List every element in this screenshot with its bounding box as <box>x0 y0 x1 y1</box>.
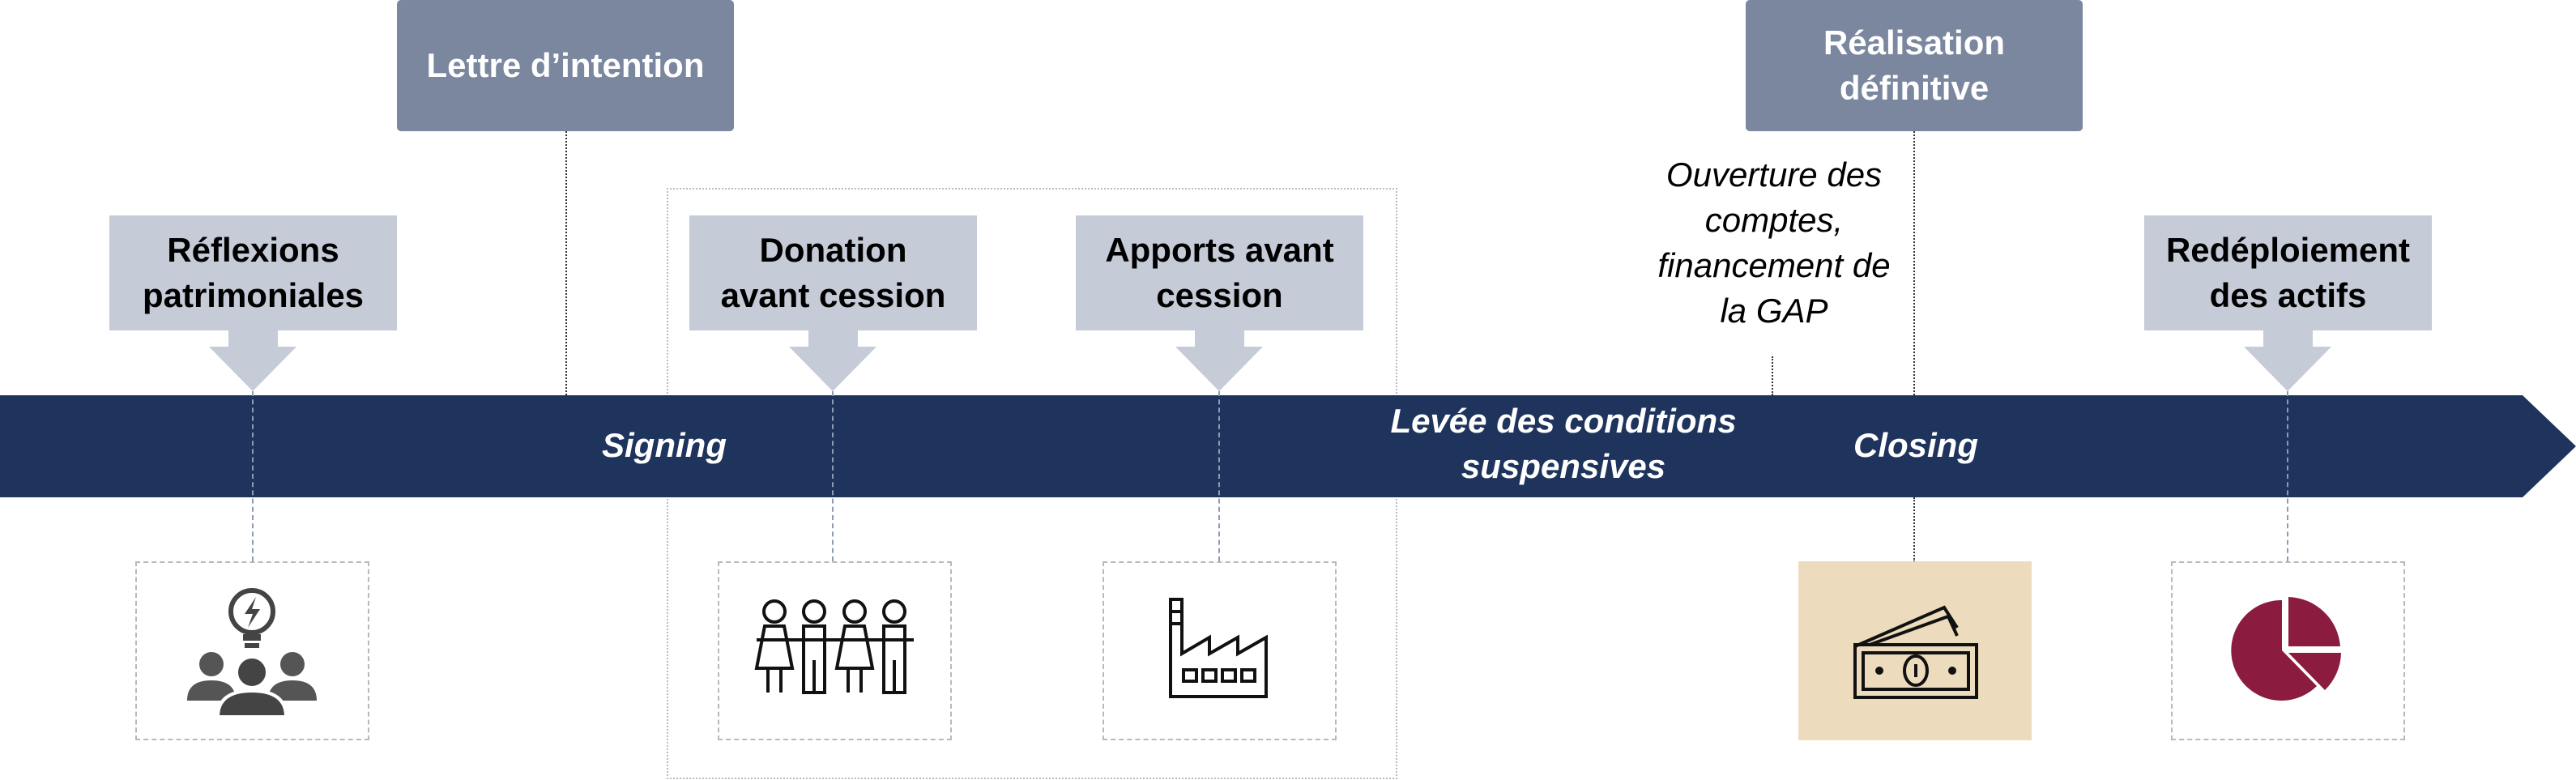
note-line2: comptes, <box>1704 201 1844 239</box>
milestone-realisation-line1: Réalisation <box>1823 23 2006 62</box>
step-reflexions-line2: patrimoniales <box>142 276 365 314</box>
step-redeploiement-actifs: Redéploiement des actifs <box>2144 215 2432 330</box>
timeline-band <box>0 395 2576 497</box>
factory-icon <box>1169 598 1268 698</box>
step-donation-line1: Donation <box>759 231 907 269</box>
pie-chart-icon <box>2231 597 2341 701</box>
realisation-connector-bottom <box>1913 497 1915 562</box>
note-ouverture-comptes: Ouverture des comptes, financement de la… <box>1612 152 1936 334</box>
step-reflexions-line1: Réflexions <box>167 231 339 269</box>
banknotes-icon <box>1853 605 1978 699</box>
note-line1: Ouverture des <box>1665 156 1883 194</box>
step-donation-line2: avant cession <box>720 276 946 314</box>
levee-line1: Levée des conditions <box>1390 402 1737 440</box>
timeline-levee-conditions-label: Levée des conditions suspensives <box>1337 399 1790 489</box>
note-line3: financement de <box>1657 246 1891 284</box>
milestone-lettre-label: Lettre d’intention <box>426 46 705 84</box>
step-redeploiement-line2: des actifs <box>2209 276 2367 314</box>
step-apports-line2: cession <box>1156 276 1283 314</box>
timeline-signing-label: Signing <box>602 426 727 464</box>
donation-icon-box <box>718 561 952 740</box>
donation-connector <box>832 391 834 561</box>
arrow-down-icon <box>209 330 296 391</box>
redeploiement-icon-box <box>2171 561 2405 740</box>
reflexions-connector <box>252 391 254 561</box>
lettre-connector <box>565 131 567 395</box>
family-icon <box>754 599 914 694</box>
arrow-down-icon <box>2244 330 2331 391</box>
milestone-lettre-intention: Lettre d’intention <box>397 0 734 131</box>
step-apports-line1: Apports avant <box>1105 231 1334 269</box>
levee-line2: suspensives <box>1461 447 1666 485</box>
step-apports-avant-cession: Apports avant cession <box>1076 215 1363 330</box>
milestone-realisation-definitive: Réalisation définitive <box>1746 0 2083 131</box>
apports-icon-box <box>1102 561 1337 740</box>
step-reflexions-patrimoniales: Réflexions patrimoniales <box>109 215 397 330</box>
apports-connector <box>1218 391 1220 561</box>
arrow-down-icon <box>1175 330 1263 391</box>
milestone-realisation-line2: définitive <box>1839 69 1990 107</box>
step-donation-avant-cession: Donation avant cession <box>689 215 977 330</box>
step-arrows <box>209 330 2331 391</box>
team-idea-icon <box>187 588 317 718</box>
arrow-down-icon <box>789 330 876 391</box>
realisation-connector-top <box>1913 131 1915 395</box>
note-line4: la GAP <box>1720 292 1828 330</box>
reflexions-icon-box <box>135 561 369 740</box>
note-connector <box>1772 356 1773 395</box>
redeploiement-connector <box>2287 391 2288 561</box>
closing-icon-box <box>1798 561 2032 740</box>
timeline-closing-label: Closing <box>1853 426 1978 464</box>
step-redeploiement-line1: Redéploiement <box>2165 231 2411 269</box>
